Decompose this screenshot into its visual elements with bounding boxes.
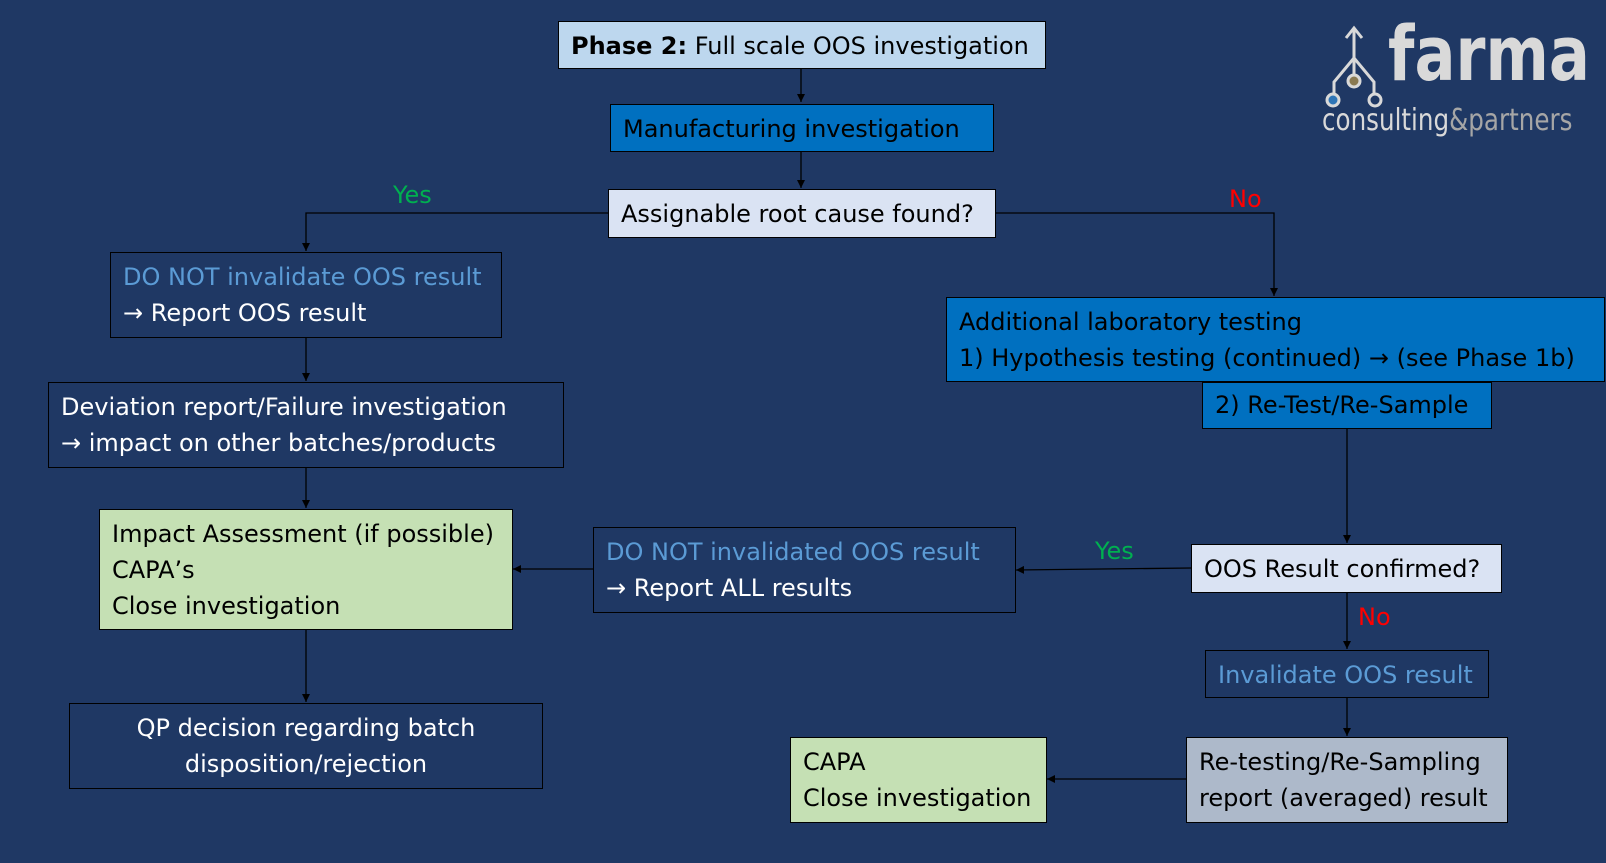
do-not-invalidated-box: DO NOT invalidated OOS result → Report A…: [593, 527, 1016, 613]
do-not-invalidate-text: DO NOT invalidate OOS result: [123, 263, 482, 291]
oos-confirmed-decision-box: OOS Result confirmed?: [1191, 544, 1502, 593]
no-label-confirmed: No: [1358, 603, 1391, 631]
additional-lab-testing-text: Additional laboratory testing: [959, 308, 1302, 336]
report-all-results-text: → Report ALL results: [606, 574, 853, 602]
impact-other-batches-text: → impact on other batches/products: [61, 429, 496, 457]
impact-assessment-box: Impact Assessment (if possible) CAPA’s C…: [99, 509, 513, 630]
arrow-confirmed-yes: [1015, 565, 1192, 574]
root-cause-question: Assignable root cause found?: [621, 200, 974, 228]
molecule-icon: [1325, 25, 1383, 108]
hypothesis-testing-text: 1) Hypothesis testing (continued) → (see…: [959, 344, 1575, 372]
logo-ampersand: &: [1449, 103, 1469, 138]
retest-resample-box: 2) Re-Test/Re-Sample: [1202, 382, 1492, 429]
logo-tagline: consulting&partners: [1322, 104, 1572, 138]
retesting-resampling-text: Re-testing/Re-Sampling: [1199, 748, 1481, 776]
qp-decision-box: QP decision regarding batch disposition/…: [69, 703, 543, 789]
retest-resample-text: 2) Re-Test/Re-Sample: [1215, 391, 1469, 419]
averaged-result-text: report (averaged) result: [1199, 784, 1488, 812]
capas-text: CAPA’s: [112, 556, 195, 584]
do-not-invalidated-text: DO NOT invalidated OOS result: [606, 538, 980, 566]
capa-close-box: CAPA Close investigation: [790, 737, 1047, 823]
deviation-report-box: Deviation report/Failure investigation →…: [48, 382, 564, 468]
logo-consulting: consulting: [1322, 103, 1450, 138]
impact-assessment-text: Impact Assessment (if possible): [112, 520, 494, 548]
close-investigation-2-text: Close investigation: [803, 784, 1032, 812]
yes-label-confirmed: Yes: [1095, 537, 1134, 565]
phase-label: Phase 2:: [571, 32, 688, 60]
close-investigation-text: Close investigation: [112, 592, 341, 620]
oos-confirmed-question: OOS Result confirmed?: [1204, 555, 1481, 583]
manufacturing-investigation-box: Manufacturing investigation: [610, 104, 994, 152]
additional-lab-testing-box: Additional laboratory testing 1) Hypothe…: [946, 297, 1605, 382]
root-cause-decision-box: Assignable root cause found?: [608, 189, 996, 238]
no-label-root-cause: No: [1229, 185, 1262, 213]
invalidate-oos-box: Invalidate OOS result: [1205, 650, 1489, 698]
yes-label-root-cause: Yes: [393, 181, 432, 209]
phase-title-box: Phase 2: Full scale OOS investigation: [558, 21, 1046, 69]
batch-disposition-text: disposition/rejection: [184, 750, 428, 778]
farma-logo: farma consulting&partners: [1318, 14, 1598, 148]
invalidate-oos-text: Invalidate OOS result: [1218, 661, 1473, 689]
arrow-rootcause-yes: [302, 212, 608, 251]
logo-name: farma: [1388, 9, 1590, 98]
capa-text: CAPA: [803, 748, 866, 776]
logo-partners: partners: [1468, 103, 1573, 138]
retesting-report-box: Re-testing/Re-Sampling report (averaged)…: [1186, 737, 1508, 823]
do-not-invalidate-box: DO NOT invalidate OOS result → Report OO…: [110, 252, 502, 338]
arrow-rootcause-no: [996, 212, 1278, 296]
phase-title: Full scale OOS investigation: [694, 32, 1029, 60]
deviation-report-text: Deviation report/Failure investigation: [61, 393, 507, 421]
report-oos-result-text: → Report OOS result: [123, 299, 367, 327]
qp-decision-text: QP decision regarding batch: [136, 714, 476, 742]
manufacturing-investigation-text: Manufacturing investigation: [623, 115, 960, 143]
